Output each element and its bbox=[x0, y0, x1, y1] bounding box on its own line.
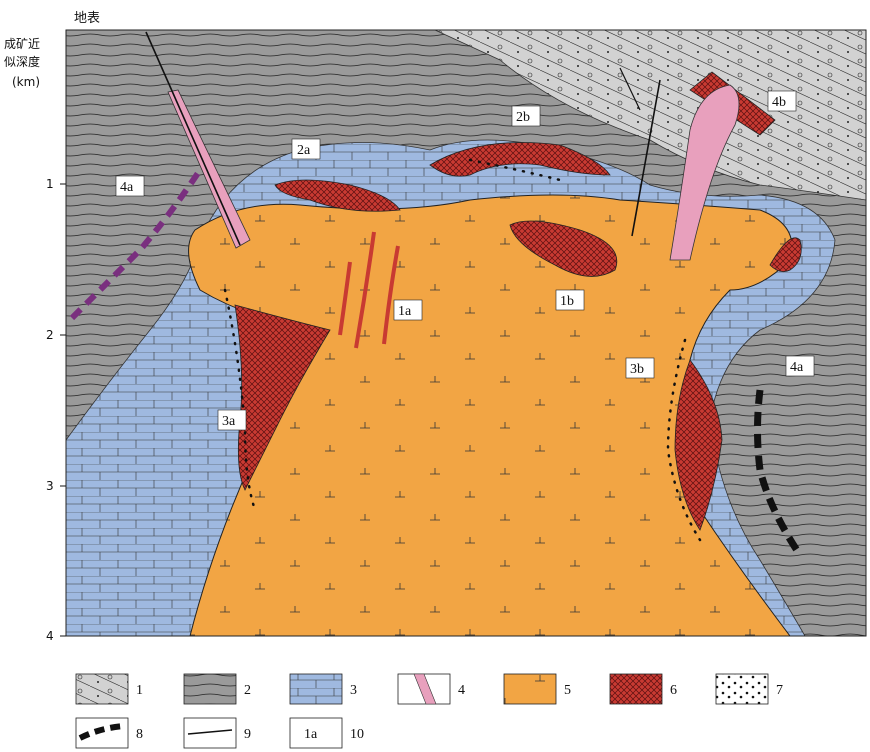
axis-tick-label-1: 1 bbox=[46, 177, 54, 191]
section-panel bbox=[65, 29, 867, 637]
legend-item-9: 9 bbox=[183, 717, 251, 749]
legend-label-6: 6 bbox=[670, 683, 677, 698]
legend-label-7: 7 bbox=[776, 683, 783, 698]
legend-item-5: 5 bbox=[503, 673, 571, 705]
dyke-right bbox=[669, 84, 740, 261]
fault-splay bbox=[619, 67, 641, 111]
ore-body-2a bbox=[274, 179, 401, 212]
ore-body-3a bbox=[234, 304, 331, 491]
ore-vein-1a-3 bbox=[382, 245, 400, 345]
legend-item-4: 4 bbox=[397, 673, 465, 705]
legend-label-1: 1 bbox=[136, 683, 143, 698]
axis-tick-label-2: 2 bbox=[46, 328, 54, 342]
legend-label-10: 10 bbox=[350, 727, 364, 742]
legend-item-6: 6 bbox=[609, 673, 677, 705]
legend-item-7: 7 bbox=[715, 673, 783, 705]
axis-tick-label-3: 3 bbox=[46, 479, 54, 493]
zone-label-3b: 3b bbox=[630, 362, 644, 377]
legend-sample-1a: 1a bbox=[304, 727, 318, 742]
legend-label-4: 4 bbox=[458, 683, 465, 698]
zone-labels: 2a 2b 4a 4b 1a 1b 3b 3a 4a bbox=[115, 90, 815, 431]
legend-label-8: 8 bbox=[136, 727, 143, 742]
ore-vein-1a-1 bbox=[338, 261, 352, 336]
axis-unit: (km) bbox=[12, 75, 40, 89]
zone-label-1a: 1a bbox=[398, 304, 412, 319]
zone-label-3a: 3a bbox=[222, 414, 236, 429]
legend-item-1: 1 bbox=[75, 673, 143, 705]
legend-label-3: 3 bbox=[350, 683, 357, 698]
zone-label-4b: 4b bbox=[772, 95, 786, 110]
axis-title-line1: 成矿近 bbox=[4, 37, 40, 51]
fault-left bbox=[145, 31, 241, 246]
legend-item-2: 2 bbox=[183, 673, 251, 705]
legend: 1 2 3 4 5 6 7 8 bbox=[75, 673, 783, 749]
zone-label-4a-left: 4a bbox=[120, 180, 134, 195]
legend-label-2: 2 bbox=[244, 683, 251, 698]
legend-label-5: 5 bbox=[564, 683, 571, 698]
marker-bed-right bbox=[754, 389, 803, 557]
ore-vein-1a-2 bbox=[354, 231, 376, 349]
legend-label-9: 9 bbox=[244, 727, 251, 742]
ore-body-1b bbox=[509, 220, 618, 277]
legend-item-10: 1a 10 bbox=[289, 717, 364, 749]
zone-label-1b: 1b bbox=[560, 294, 574, 309]
ore-body-2b bbox=[429, 142, 611, 177]
surface-label: 地表 bbox=[74, 11, 100, 26]
fault-right bbox=[631, 79, 661, 237]
legend-item-8: 8 bbox=[75, 717, 143, 749]
axis-tick-label-4: 4 bbox=[46, 629, 54, 643]
dot-halo-left bbox=[223, 288, 257, 512]
section-frame bbox=[65, 29, 867, 637]
dot-halo-top bbox=[468, 158, 562, 182]
zone-label-2b: 2b bbox=[516, 110, 530, 125]
zone-label-2a: 2a bbox=[297, 143, 311, 158]
ore-body-3b bbox=[674, 359, 723, 531]
ore-body-right-skarn bbox=[769, 237, 802, 273]
legend-item-3: 3 bbox=[289, 673, 357, 705]
marker-bed-left bbox=[69, 168, 203, 321]
axis-title-line2: 似深度 bbox=[4, 54, 40, 69]
zone-label-4a-right: 4a bbox=[790, 360, 804, 375]
